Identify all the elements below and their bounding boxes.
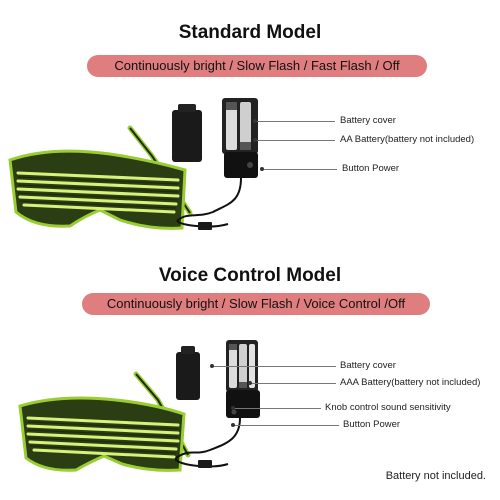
standard-battery-leader-dot (253, 138, 257, 142)
voice-knob-label: Knob control sound sensitivity (325, 402, 451, 413)
voice-battery-leader (250, 383, 336, 384)
standard-battery-label: AA Battery(battery not included) (340, 134, 475, 145)
voice-button-label: Button Power (343, 419, 401, 430)
voice-battery-pack (174, 340, 260, 468)
standard-battery-cover (172, 110, 202, 162)
voice-cover-leader (212, 366, 336, 367)
standard-battery-leader (255, 140, 335, 141)
standard-modes-banner: Continuously bright / Slow Flash / Fast … (87, 55, 427, 77)
standard-battery-cover-label: Battery cover (340, 115, 396, 126)
standard-battery-pack (172, 98, 258, 230)
voice-battery-leader-dot (248, 381, 252, 385)
voice-glasses-image (18, 371, 191, 472)
standard-button-leader (262, 169, 337, 170)
standard-button-label: Button Power (342, 163, 400, 174)
standard-cover-leader (255, 121, 335, 122)
voice-model-title: Voice Control Model (158, 265, 342, 286)
standard-cover-leader-dot (253, 119, 257, 123)
voice-button-leader-dot (231, 423, 235, 427)
standard-button-leader-dot (260, 167, 264, 171)
standard-glasses-image (8, 125, 193, 230)
voice-battery-cover-label: Battery cover (340, 360, 396, 371)
voice-modes-banner: Continuously bright / Slow Flash / Voice… (82, 293, 430, 315)
voice-cover-leader-dot (210, 364, 214, 368)
voice-knob-leader-dot (231, 406, 235, 410)
voice-battery-cover (176, 352, 200, 400)
voice-battery-label: AAA Battery(battery not included) (340, 377, 481, 388)
standard-model-title: Standard Model (178, 22, 322, 43)
voice-button-leader (233, 425, 339, 426)
battery-footnote: Battery not included. (385, 470, 486, 482)
voice-knob-leader (233, 408, 321, 409)
